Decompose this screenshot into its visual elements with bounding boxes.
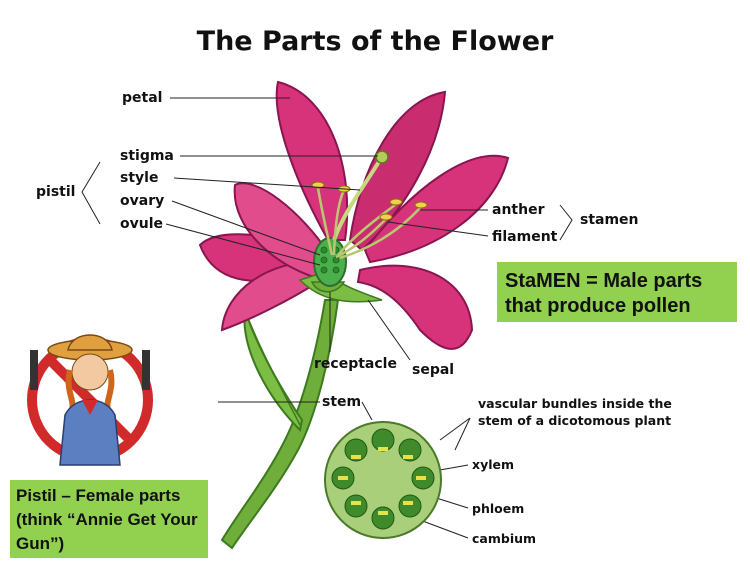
stem-cross-section — [324, 421, 442, 539]
label-vascular-bundles-2: stem of a dicotomous plant — [478, 413, 672, 428]
label-stamen: stamen — [580, 212, 639, 228]
diagram-title: The Parts of the Flower — [196, 26, 554, 57]
pistil-callout-line3: Gun”) — [16, 534, 65, 553]
stem — [220, 299, 340, 550]
label-receptacle: receptacle — [314, 356, 397, 372]
stamen-callout-line2: that produce pollen — [505, 295, 691, 317]
label-style: style — [120, 170, 159, 186]
label-xylem: xylem — [472, 457, 514, 472]
label-phloem: phloem — [472, 501, 525, 516]
stamen-callout-line1: StaMEN = Male parts — [505, 270, 703, 292]
petal-lower-right — [356, 264, 474, 350]
petal-right — [363, 154, 510, 264]
label-ovary: ovary — [120, 193, 165, 209]
pistil-callout-line1: Pistil – Female parts — [16, 486, 181, 505]
label-sepal: sepal — [412, 362, 455, 378]
style — [332, 158, 382, 241]
cowgirl-illustration — [27, 334, 153, 466]
label-anther: anther — [492, 202, 545, 218]
label-ovule: ovule — [120, 216, 164, 232]
label-vascular-bundles-1: vascular bundles inside the — [478, 396, 672, 411]
petal-front — [233, 182, 332, 282]
label-filament: filament — [492, 229, 558, 245]
pistil-callout: Pistil – Female parts (think “Annie Get … — [10, 480, 208, 558]
stigma — [375, 150, 389, 164]
label-stigma: stigma — [120, 148, 174, 164]
label-stem: stem — [322, 394, 362, 410]
stamen-callout: StaMEN = Male parts that produce pollen — [497, 262, 737, 322]
label-petal: petal — [122, 90, 163, 106]
label-cambium: cambium — [472, 531, 537, 546]
label-pistil: pistil — [36, 184, 76, 200]
petal-lower-left — [220, 260, 319, 332]
pistil-callout-line2: (think “Annie Get Your — [16, 510, 198, 529]
